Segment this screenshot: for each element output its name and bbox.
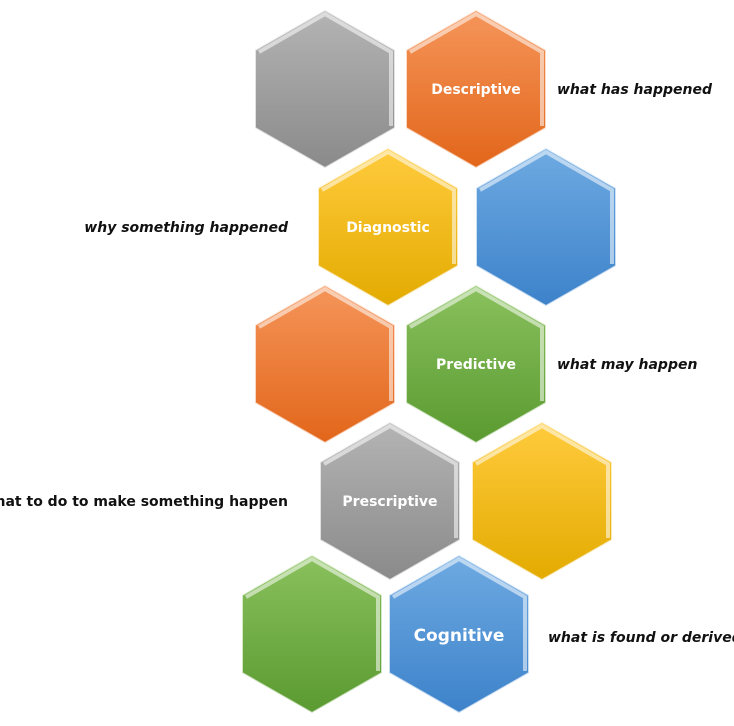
label-diagnostic: Diagnostic	[346, 220, 430, 236]
label-cognitive: Cognitive	[413, 626, 505, 646]
hexagon-bevel-highlight	[479, 149, 614, 264]
desc-cognitive: what is found or derived	[548, 630, 734, 646]
desc-descriptive: what has happened	[557, 82, 712, 98]
hexagon-bevel-highlight	[475, 423, 610, 538]
hexagon-orange	[254, 283, 396, 445]
hexagon-bevel-highlight	[392, 556, 527, 671]
hexagon-yellow	[471, 420, 613, 582]
hexagon-bevel-highlight	[409, 286, 544, 401]
hexagon-bevel-highlight	[245, 556, 380, 671]
hexagon-gray	[319, 420, 461, 582]
hexagon-green	[405, 283, 547, 445]
label-prescriptive: Prescriptive	[342, 494, 438, 510]
label-descriptive: Descriptive	[431, 82, 521, 98]
hexagon-bevel-highlight	[321, 149, 456, 264]
desc-diagnostic: why something happened	[84, 220, 288, 236]
hexagon-bevel-highlight	[409, 11, 544, 126]
hexagon-blue	[388, 553, 530, 715]
hexagon-bevel-highlight	[258, 286, 393, 401]
hexagon-gray	[254, 8, 396, 170]
hexagon-blue	[475, 146, 617, 308]
hexagon-yellow	[317, 146, 459, 308]
desc-predictive: what may happen	[557, 357, 698, 373]
hexagon-orange	[405, 8, 547, 170]
label-predictive: Predictive	[436, 357, 516, 373]
hexagon-bevel-highlight	[258, 11, 393, 126]
desc-prescriptive: What to do to make something happen	[0, 494, 288, 510]
hexagon-bevel-highlight	[323, 423, 458, 538]
hexagon-green	[241, 553, 383, 715]
